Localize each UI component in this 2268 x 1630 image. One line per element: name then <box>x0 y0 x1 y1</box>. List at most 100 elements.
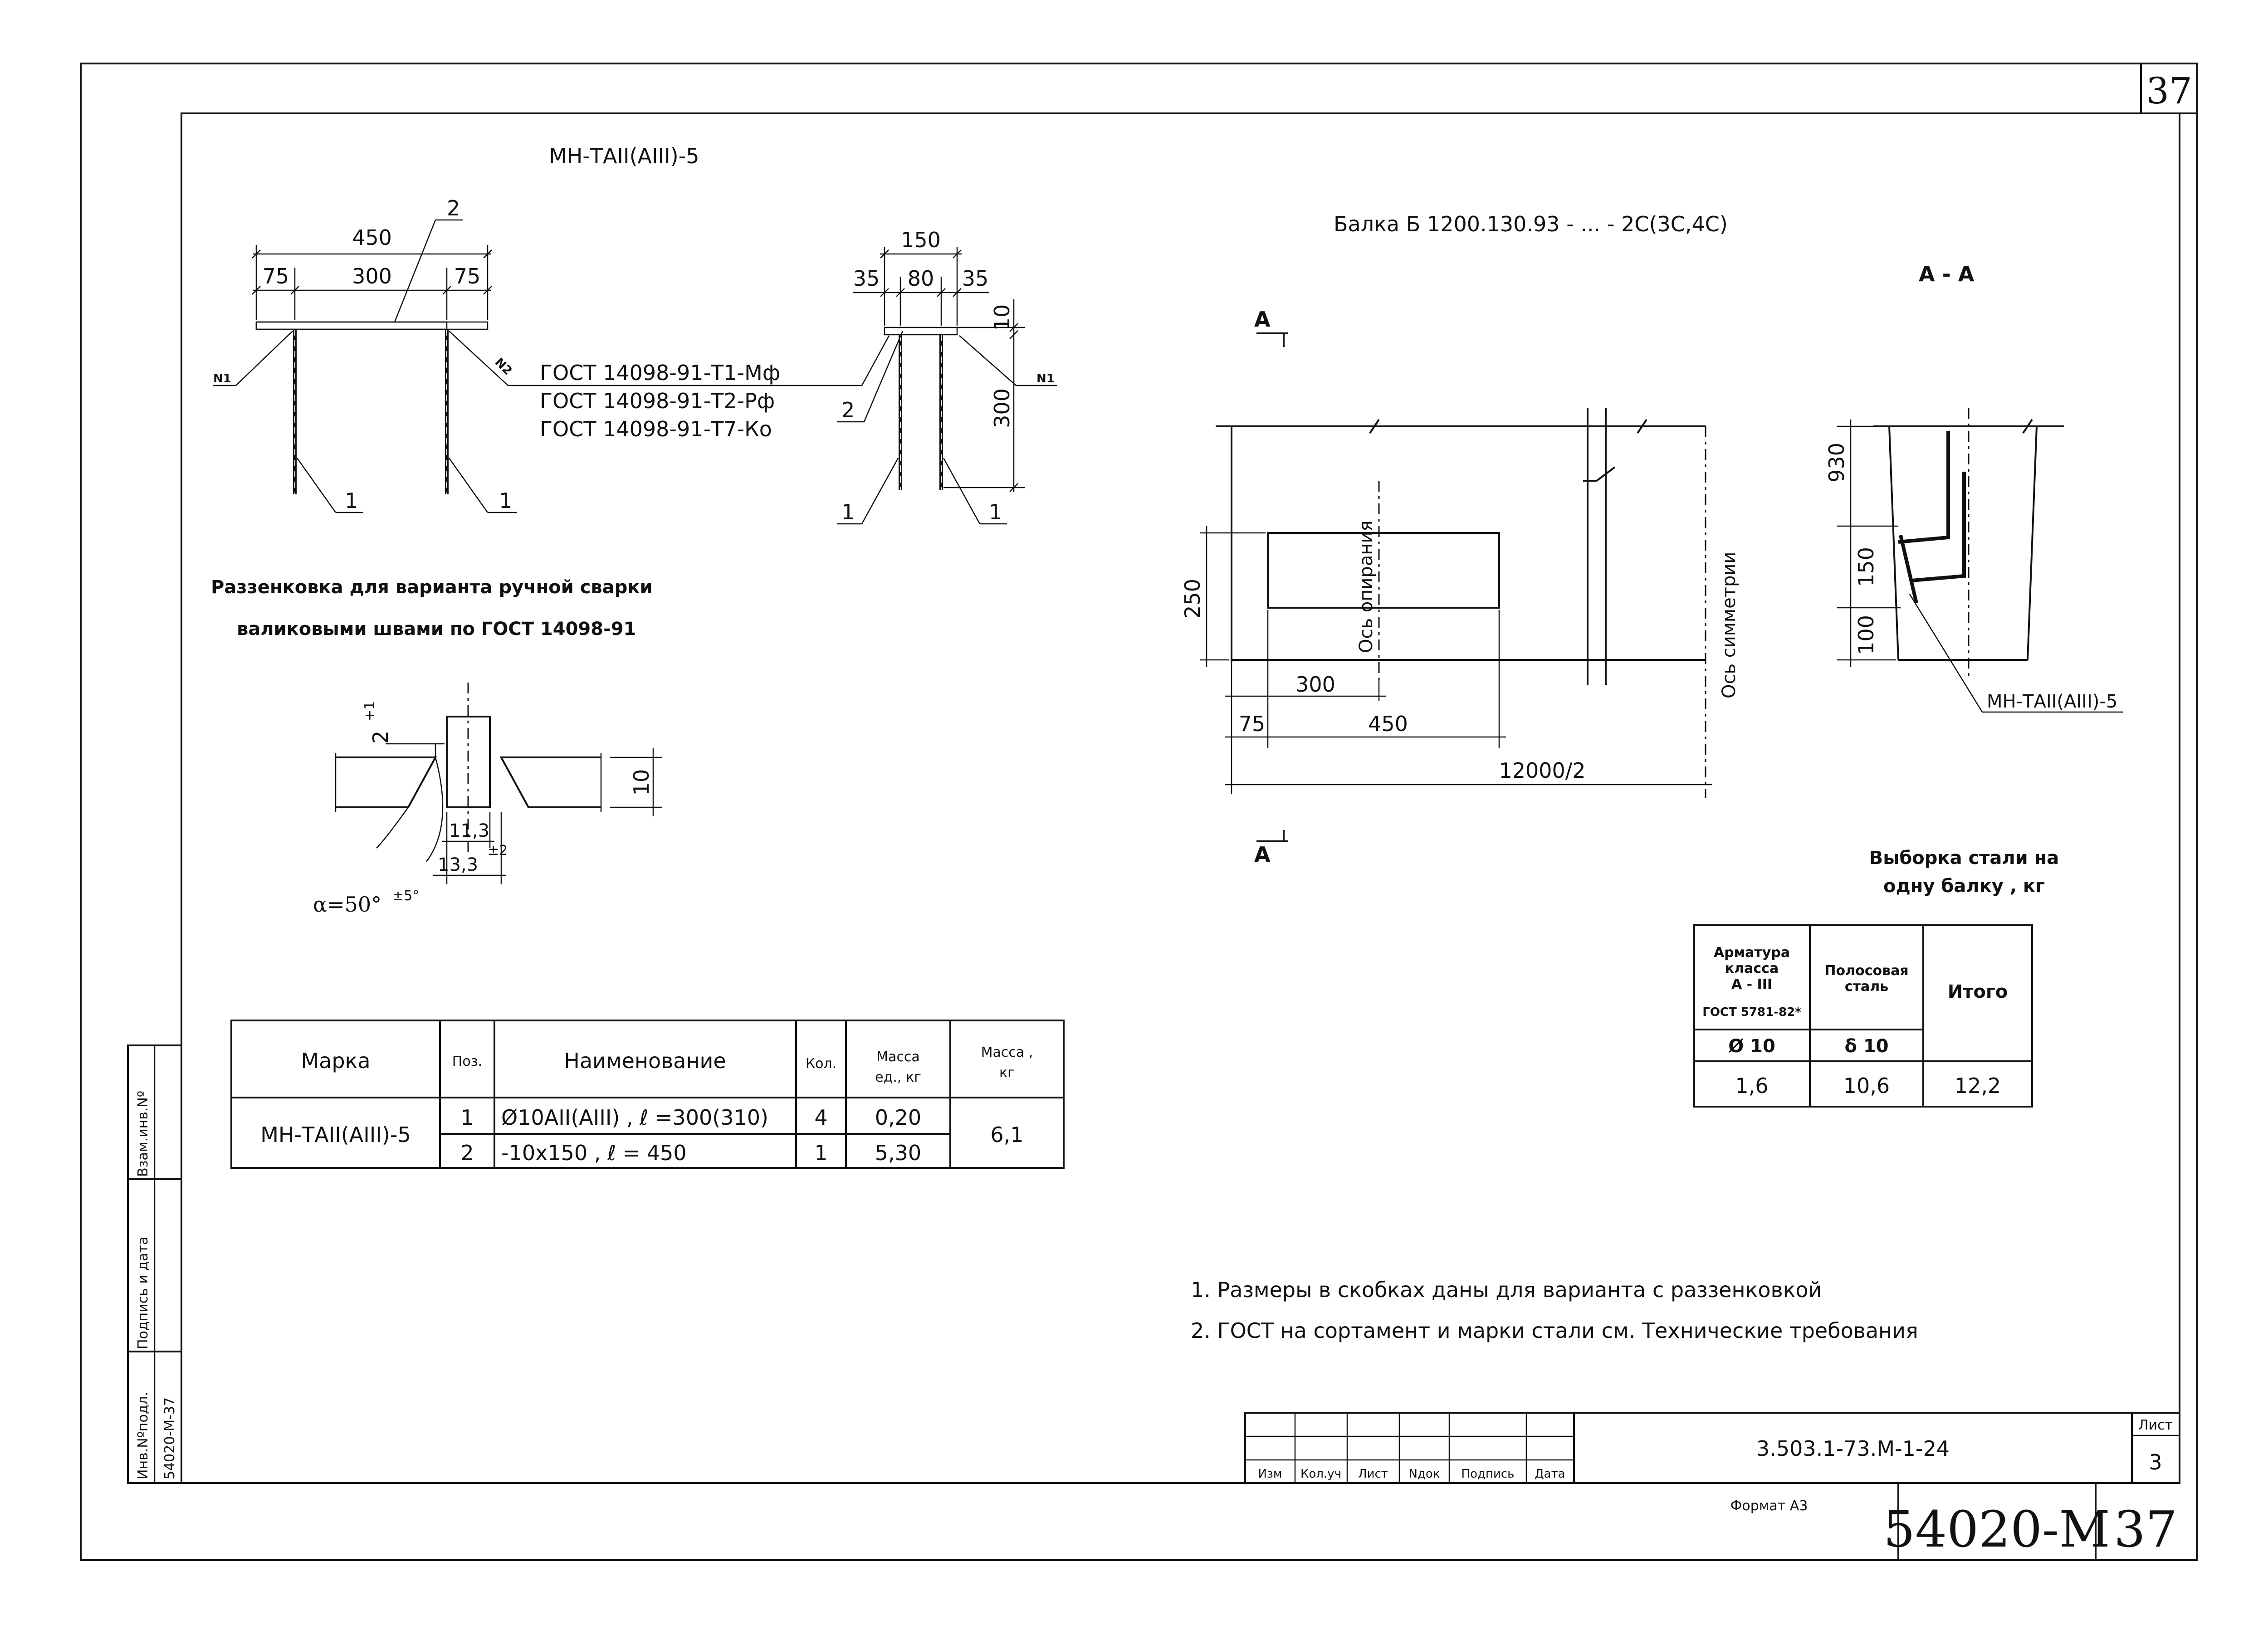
cs-dim-13-3: 13,3 <box>438 854 478 875</box>
sheet-corner-number: 37 <box>2146 70 2192 112</box>
steel-h-rebar-4: ГОСТ 5781-82* <box>1702 1005 1801 1019</box>
beam-dim-half: 12000/2 <box>1499 758 1585 783</box>
spec-r2-name: -10x150 , ℓ = 450 <box>501 1141 687 1165</box>
element-title: МН-ТАII(АIII)-5 <box>549 144 699 168</box>
cs-dim-2-tol: +1 <box>362 701 378 721</box>
steel-table: Выборка стали на одну балку , кг Арматур… <box>1693 848 2059 1108</box>
beam-dim-300: 300 <box>1295 672 1335 697</box>
tb-col-list: Лист <box>1358 1467 1388 1481</box>
tb-sheet-no: 3 <box>2149 1450 2162 1474</box>
dim-300-side: 300 <box>990 388 1014 428</box>
countersink-detail: Раззенковка для варианта ручной сварки в… <box>211 577 662 917</box>
spec-r2-pos: 2 <box>460 1141 474 1165</box>
countersink-title-1: Раззенковка для варианта ручной сварки <box>211 577 653 598</box>
beam-drawing: Балка Б 1200.130.93 - ... - 2С(3С,4С) А … <box>1180 212 1740 867</box>
tb-col-data: Дата <box>1535 1467 1565 1481</box>
section-a-top: А <box>1254 307 1271 332</box>
dim-80: 80 <box>908 266 934 291</box>
dim-10-side: 10 <box>990 304 1014 331</box>
axis-symmetry: Ось симметрии <box>1719 552 1740 698</box>
spec-r1-name: Ø10АII(АIII) , ℓ =300(310) <box>501 1105 768 1130</box>
axis-support: Ось опирания <box>1356 521 1377 654</box>
steel-h-strip-1: Полосовая <box>1824 963 1908 979</box>
dim-75-left: 75 <box>263 264 289 288</box>
tb-format: Формат А3 <box>1730 1498 1808 1514</box>
gost-line-3: ГОСТ 14098-91-Т7-Ко <box>540 417 772 441</box>
dim-35-right: 35 <box>962 266 989 291</box>
stamp-inv-value: 54020-М-37 <box>162 1397 178 1479</box>
spec-table: Марка Поз. Наименование Кол. Масса ед., … <box>230 1020 1065 1169</box>
steel-h-total: Итого <box>1948 981 2008 1002</box>
cs-dim-tol-2: ±2 <box>488 843 508 859</box>
tb-col-koluch: Кол.уч <box>1300 1467 1341 1481</box>
notes: 1. Размеры в скобках даны для варианта с… <box>1191 1278 1918 1343</box>
section-aa: А - А 930 150 100 МН-ТАII(АIII)-5 <box>1824 262 2123 713</box>
cs-dim-2: 2 <box>368 731 393 744</box>
sheet-frame: 37 <box>80 63 2198 1561</box>
gost-line-2: ГОСТ 14098-91-Т2-Рф <box>540 389 775 413</box>
spec-r1-qty: 4 <box>814 1105 827 1130</box>
cs-angle-tol: ±5° <box>392 888 419 904</box>
pos-1-side-left: 1 <box>841 500 855 524</box>
pos-2-label: 2 <box>447 196 460 220</box>
tb-col-ndok: Nдок <box>1408 1467 1440 1481</box>
beam-dim-75: 75 <box>1239 712 1266 736</box>
beam-title: Балка Б 1200.130.93 - ... - 2С(3С,4С) <box>1334 212 1728 236</box>
cs-dim-10: 10 <box>629 769 654 796</box>
stamp-replace-label: Взам.инв.Nº <box>135 1091 151 1177</box>
steel-title-2: одну балку , кг <box>1883 876 2045 897</box>
spec-r2-unit-mass: 5,30 <box>875 1141 921 1165</box>
spec-h-qty: Кол. <box>806 1056 836 1072</box>
dim-150-side: 150 <box>901 228 941 252</box>
dim-75-right: 75 <box>454 264 481 288</box>
spec-total-mass: 6,1 <box>990 1122 1023 1147</box>
steel-v-strip: 10,6 <box>1843 1074 1890 1098</box>
tb-page: 37 <box>2114 1500 2177 1558</box>
title-block: Изм Кол.уч Лист Nдок Подпись Дата 3.503.… <box>1244 1412 2180 1560</box>
countersink-title-2: валиковыми швами по ГОСТ 14098-91 <box>237 619 636 639</box>
pos-2-side: 2 <box>841 398 855 422</box>
tb-code: 3.503.1-73.М-1-24 <box>1756 1436 1950 1461</box>
beam-dim-250: 250 <box>1180 579 1205 619</box>
spec-r1-unit-mass: 0,20 <box>875 1105 921 1130</box>
stamp-inv-label: Инв.Nºподл. <box>135 1392 151 1479</box>
spec-h-mark: Марка <box>301 1049 370 1073</box>
section-aa-title: А - А <box>1919 262 1975 286</box>
spec-r2-qty: 1 <box>814 1141 827 1165</box>
weld-n1-right: N1 <box>1036 372 1055 386</box>
steel-h-strip-2: сталь <box>1845 979 1888 995</box>
tb-col-izm: Изм <box>1258 1467 1282 1481</box>
element-side-view: 150 35 80 35 10 300 N1 2 1 1 <box>837 228 1057 525</box>
note-1: 1. Размеры в скобках даны для варианта с… <box>1191 1278 1822 1302</box>
steel-v-total: 12,2 <box>1955 1074 2001 1098</box>
sec-label: МН-ТАII(АIII)-5 <box>1987 691 2117 712</box>
dim-450: 450 <box>352 225 392 250</box>
spec-h-pos: Поз. <box>452 1054 482 1069</box>
steel-sub-rebar: Ø 10 <box>1728 1036 1775 1057</box>
spec-h-name: Наименование <box>564 1049 726 1073</box>
stamp-signature-label: Подпись и дата <box>135 1237 151 1350</box>
steel-title-1: Выборка стали на <box>1869 848 2059 869</box>
note-2: 2. ГОСТ на сортамент и марки стали см. Т… <box>1191 1318 1918 1343</box>
beam-dim-450: 450 <box>1368 712 1408 736</box>
spec-h-unit-mass: Масса <box>876 1049 920 1065</box>
pos-1-right: 1 <box>499 488 512 513</box>
weld-n1-left: N1 <box>213 372 231 386</box>
side-stamp: Инв.Nºподл. 54020-М-37 Подпись и дата Вз… <box>127 1044 182 1484</box>
cs-angle: α=50° <box>313 892 381 917</box>
sec-dim-100: 100 <box>1854 615 1878 655</box>
spec-h-unit-mass-2: ед., кг <box>875 1069 921 1085</box>
spec-h-mass-2: кг <box>999 1065 1015 1081</box>
tb-col-podpis: Подпись <box>1461 1467 1515 1481</box>
spec-h-mass: Масса , <box>981 1044 1033 1060</box>
sec-dim-150: 150 <box>1854 547 1878 587</box>
sec-dim-930: 930 <box>1824 443 1849 483</box>
element-front-view: МН-ТАII(АIII)-5 450 75 300 75 2 N1 <box>213 144 862 513</box>
section-a-bottom: А <box>1254 842 1271 867</box>
tb-inv: 54020-М <box>1883 1500 2110 1558</box>
dim-35-left: 35 <box>853 266 880 291</box>
pos-1-side-right: 1 <box>989 500 1002 524</box>
cs-dim-11-3: 11,3 <box>449 820 489 841</box>
steel-h-rebar-1: Арматура <box>1714 945 1790 961</box>
